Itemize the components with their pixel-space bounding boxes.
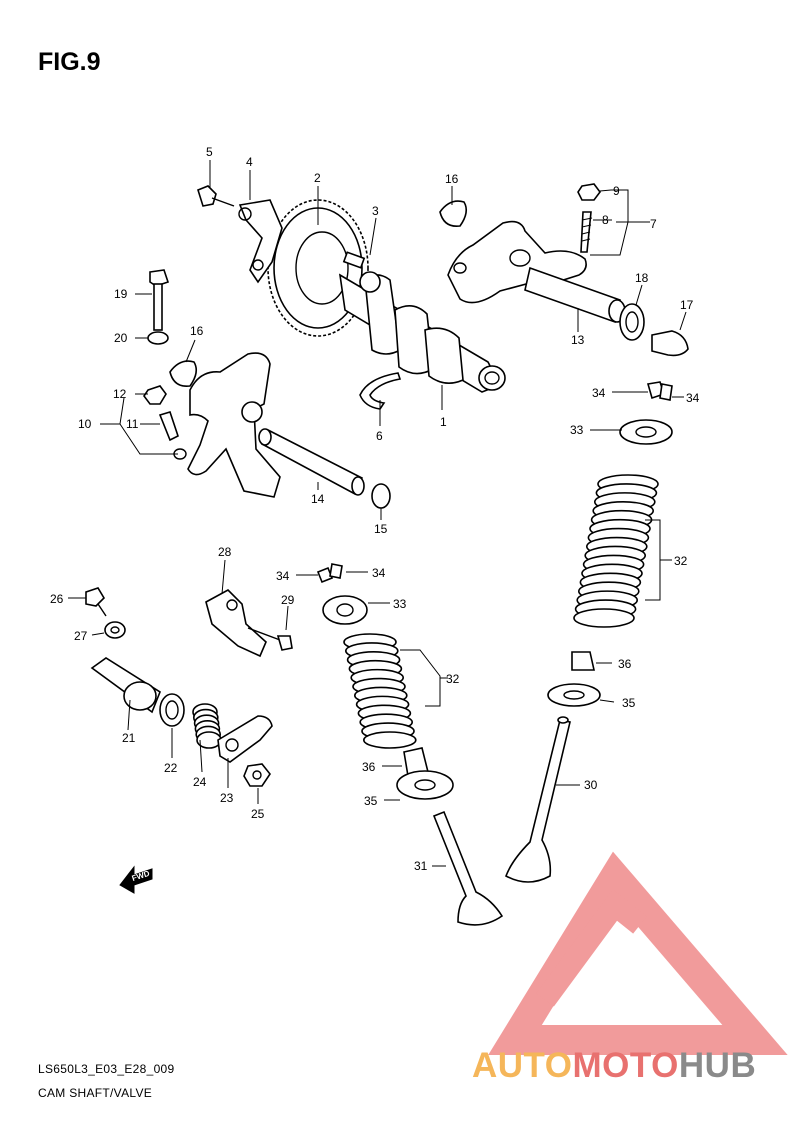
valve-spring-32-center xyxy=(343,633,417,749)
callout-36-center: 36 xyxy=(362,760,376,774)
cam-sprocket xyxy=(267,199,369,337)
callout-32-center: 32 xyxy=(446,672,460,686)
clip-6 xyxy=(359,372,402,410)
adjuster-screw-11 xyxy=(158,411,179,442)
callout-8: 8 xyxy=(602,213,609,227)
callout-21: 21 xyxy=(122,731,136,745)
callout-4: 4 xyxy=(246,155,253,169)
callout-7: 7 xyxy=(650,217,657,231)
valve-spring-32-right xyxy=(573,474,659,628)
o-ring-15 xyxy=(371,483,391,509)
decomp-shaft-21 xyxy=(90,657,161,714)
callout-32-right: 32 xyxy=(674,554,688,568)
logo-part-moto: MOTO xyxy=(572,1046,679,1085)
callout-23: 23 xyxy=(220,791,234,805)
retainer-33-right xyxy=(619,419,673,445)
plug-17 xyxy=(651,330,689,357)
logo-part-hub: HUB xyxy=(678,1046,757,1085)
callout-1: 1 xyxy=(440,415,447,429)
callout-13: 13 xyxy=(571,333,585,347)
callout-18: 18 xyxy=(635,271,649,285)
spring-coil xyxy=(573,608,635,628)
callout-22: 22 xyxy=(164,761,178,775)
callout-2: 2 xyxy=(314,171,321,185)
callout-33-center: 33 xyxy=(393,597,407,611)
bolt-26 xyxy=(85,587,107,617)
callout-36-right: 36 xyxy=(618,657,632,671)
callout-35-right: 35 xyxy=(622,696,636,710)
callout-3: 3 xyxy=(372,204,379,218)
valve-stem-seal-36-right xyxy=(571,651,595,671)
callout-9: 9 xyxy=(613,184,620,198)
watermark-logo: AUTOMOTOHUB xyxy=(472,1046,756,1086)
bolt-29 xyxy=(247,627,293,651)
callout-19: 19 xyxy=(114,287,128,301)
callout-16-upper: 16 xyxy=(445,172,459,186)
seal-16-upper xyxy=(439,200,468,228)
spring-24 xyxy=(192,703,222,749)
spring-coil xyxy=(362,731,417,749)
callout-34-center-a: 34 xyxy=(276,569,290,583)
callout-31: 31 xyxy=(414,859,428,873)
washer-18 xyxy=(619,303,645,341)
callout-12: 12 xyxy=(113,387,127,401)
callout-16-left: 16 xyxy=(190,324,204,338)
retainer-33-center xyxy=(322,595,368,625)
rocker-shaft-14 xyxy=(258,428,365,496)
nut-12 xyxy=(143,385,167,405)
valve-cotter-34-right xyxy=(646,381,673,401)
bolt-5 xyxy=(197,185,235,207)
intake-valve-31 xyxy=(432,810,504,926)
cam-plate xyxy=(238,199,283,284)
callout-27: 27 xyxy=(74,629,88,643)
footer-subtitle: CAM SHAFT/VALVE xyxy=(38,1086,153,1100)
callout-24: 24 xyxy=(193,775,207,789)
callout-34-center-b: 34 xyxy=(372,566,386,580)
figure-title: FIG.9 xyxy=(38,48,101,76)
callout-35-center: 35 xyxy=(364,794,378,808)
washer-22 xyxy=(159,693,185,727)
callout-14: 14 xyxy=(311,492,325,506)
callout-20: 20 xyxy=(114,331,128,345)
lever-23 xyxy=(217,715,273,763)
callout-28: 28 xyxy=(218,545,232,559)
nut-25 xyxy=(243,763,271,787)
adjuster-screw-8 xyxy=(580,211,593,253)
fwd-arrow-icon: FWD xyxy=(119,865,153,894)
leader-lines xyxy=(68,160,687,867)
callout-26: 26 xyxy=(50,592,64,606)
pin-3 xyxy=(342,251,366,269)
callout-33-right: 33 xyxy=(570,423,584,437)
footer-code: LS650L3_E03_E28_009 xyxy=(38,1062,175,1076)
callout-15: 15 xyxy=(374,522,388,536)
bolt-19 xyxy=(149,269,170,331)
callout-25: 25 xyxy=(251,807,265,821)
callout-labels: 1 2 3 4 5 6 7 8 9 10 11 12 13 14 15 16 1… xyxy=(50,145,700,873)
callout-29: 29 xyxy=(281,593,295,607)
washer-27 xyxy=(104,621,126,639)
callout-30: 30 xyxy=(584,778,598,792)
callout-10: 10 xyxy=(78,417,92,431)
spring-seat-35-center xyxy=(396,770,454,800)
rocker-arm-10 xyxy=(173,352,281,498)
callout-6: 6 xyxy=(376,429,383,443)
logo-part-auto: AUTO xyxy=(472,1046,573,1085)
callout-17: 17 xyxy=(680,298,694,312)
spring-seat-35-right xyxy=(547,683,601,707)
exhaust-valve-30 xyxy=(505,716,571,883)
callout-5: 5 xyxy=(206,145,213,159)
seal-16-left xyxy=(169,360,198,388)
callout-34-right-b: 34 xyxy=(686,391,700,405)
logo-triangle-icon xyxy=(488,851,788,1055)
washer-20 xyxy=(147,331,169,345)
camshaft xyxy=(338,271,506,393)
valve-cotter-34-center xyxy=(316,563,343,584)
callout-11: 11 xyxy=(126,417,139,431)
nut-9 xyxy=(577,183,601,201)
bracket-28 xyxy=(205,589,267,658)
callout-34-right-a: 34 xyxy=(592,386,606,400)
